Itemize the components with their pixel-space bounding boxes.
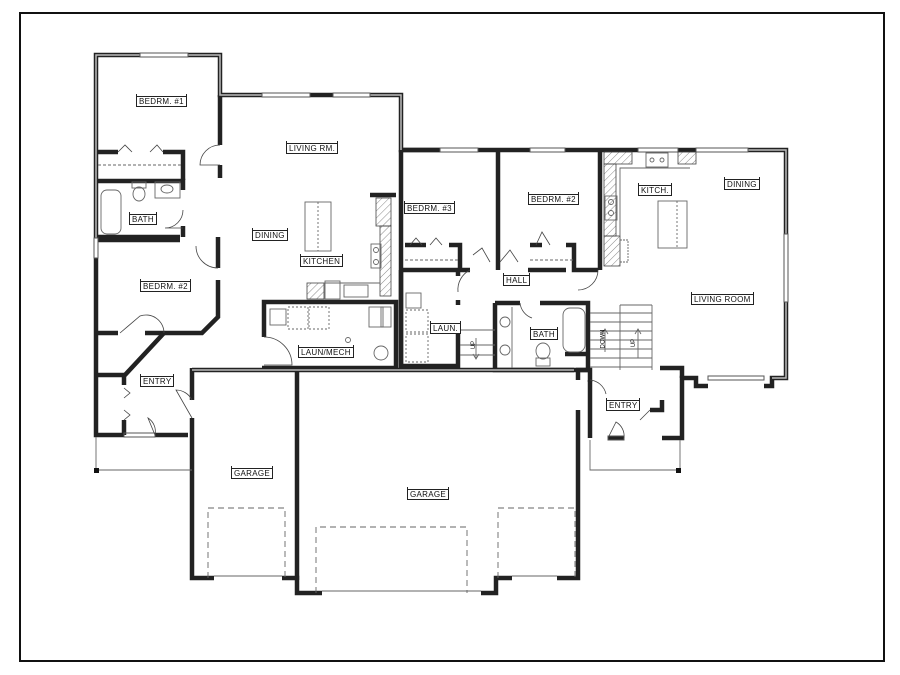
room-label-garage-main: GARAGE	[407, 487, 450, 500]
room-label-hall: HALL	[503, 273, 531, 286]
windows	[93, 52, 789, 441]
sheet-border	[19, 12, 885, 662]
cabinet-hatching	[306, 151, 697, 300]
room-label-laun-mech: LAUN/MECH	[298, 345, 354, 358]
stair-label-down: DOWN	[600, 329, 607, 349]
room-label-entry-west: ENTRY	[140, 374, 175, 387]
wall-poche	[95, 54, 787, 379]
kitchen-island-east	[657, 200, 688, 249]
room-label-dining-west: DINING	[252, 228, 288, 241]
stair-label-laun-up: UP	[471, 340, 478, 350]
room-label-bath-east: BATH	[530, 327, 558, 340]
room-label-laun: LAUN.	[430, 321, 462, 334]
fixtures	[95, 152, 690, 593]
room-label-bath-west: BATH	[129, 212, 157, 225]
room-label-living-rm: LIVING RM.	[286, 141, 339, 154]
room-label-kitchen-west: KITCHEN	[300, 254, 344, 267]
room-label-bedroom-2-west: BEDRM. #2	[140, 279, 191, 292]
room-label-kitch-east: KITCH.	[638, 183, 673, 196]
room-label-living-room: LIVING ROOM	[691, 292, 754, 305]
room-label-entry-east: ENTRY	[606, 398, 641, 411]
room-label-bedroom-1: BEDRM. #1	[136, 94, 187, 107]
porch-post-east	[676, 468, 681, 473]
room-label-bedroom-3: BEDRM. #3	[404, 201, 455, 214]
room-label-garage-west: GARAGE	[231, 466, 274, 479]
door-swings	[117, 144, 651, 439]
room-label-bedroom-2-east: BEDRM. #2	[528, 192, 579, 205]
porch-post-west	[94, 468, 99, 473]
stair-label-up: UP	[631, 338, 638, 348]
room-label-dining-east: DINING	[724, 177, 760, 190]
stair-treads	[460, 304, 653, 370]
